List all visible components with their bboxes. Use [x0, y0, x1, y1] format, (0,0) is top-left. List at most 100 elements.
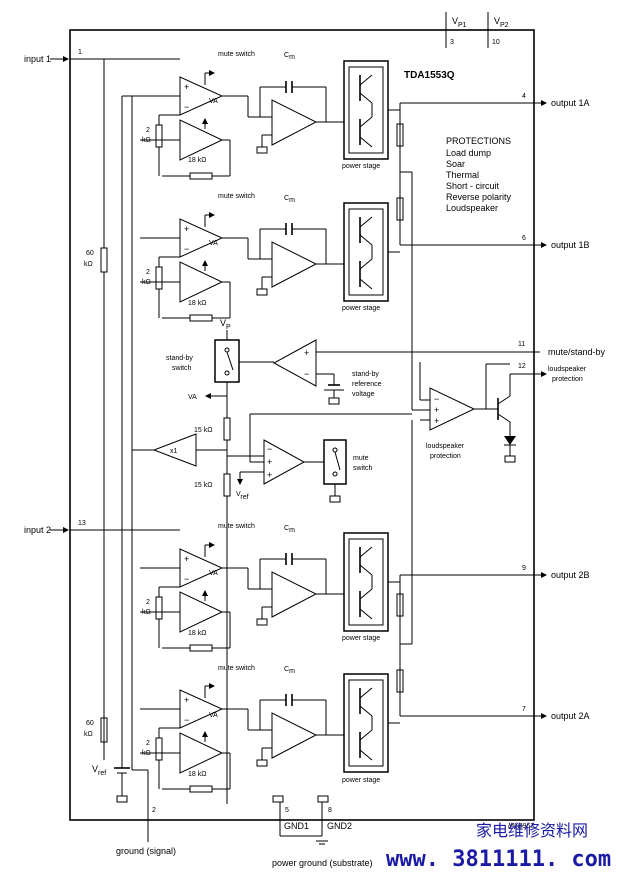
input-2-pin: 13	[78, 520, 86, 527]
gnd2-label: GND2	[327, 821, 352, 831]
cm-label: Cm	[284, 195, 295, 204]
mute-switch-label: mute switch	[218, 665, 255, 672]
watermark-cn: 家电维修资料网	[476, 821, 588, 840]
va-out-label: VA	[188, 394, 197, 401]
r2k-unit: kΩ	[142, 609, 151, 616]
gnd-signal-pin: 2	[152, 807, 156, 814]
power-stage-label: power stage	[342, 163, 380, 170]
protection-item: Thermal	[446, 170, 479, 180]
standby-ref-label: reference	[352, 381, 382, 388]
protection-item: Reverse polarity	[446, 192, 512, 202]
figure-code: MLB963	[508, 823, 534, 830]
input-1-pin: 1	[78, 49, 82, 56]
svg-text:+: +	[267, 470, 272, 480]
power-stage-label: power stage	[342, 635, 380, 642]
mute-switch	[323, 439, 347, 485]
protections-title: PROTECTIONS	[446, 136, 511, 146]
r15k-bot-label: 15 kΩ	[194, 482, 212, 489]
loudspeaker-protection-amp	[429, 387, 476, 431]
svg-text:+: +	[434, 416, 439, 426]
cm-label: Cm	[284, 52, 295, 61]
svg-text:+: +	[304, 348, 309, 358]
standby-switch-label: stand-by	[166, 355, 193, 362]
standby-switch	[214, 339, 240, 383]
protection-item: Short - circuit	[446, 181, 500, 191]
standby-ref-label: voltage	[352, 391, 375, 398]
chip-outline	[69, 29, 535, 821]
output-1b-label: output 1B	[551, 240, 590, 250]
ls-prot-block-label: loudspeaker	[426, 443, 465, 450]
r2k-label: 2	[146, 269, 150, 276]
r2k-unit: kΩ	[142, 279, 151, 286]
power-ground-label: power ground (substrate)	[272, 858, 373, 868]
output-2a-pin: 7	[522, 706, 526, 713]
r18k-label: 18 kΩ	[188, 300, 206, 307]
r2k-unit: kΩ	[142, 750, 151, 757]
protection-item: Load dump	[446, 148, 491, 158]
va-label: VA	[209, 98, 218, 105]
ls-prot-label: protection	[552, 376, 583, 383]
r60k-unit: kΩ	[84, 731, 93, 738]
ls-prot-label: loudspeaker	[548, 366, 587, 373]
mute-switch-block-label: switch	[353, 465, 373, 472]
channel-2a	[140, 674, 400, 792]
vp2-label: VP2	[494, 16, 509, 29]
r18k-label: 18 kΩ	[188, 630, 206, 637]
output-2b-label: output 2B	[551, 570, 590, 580]
vp1-label: VP1	[452, 16, 467, 29]
cm-label: Cm	[284, 666, 295, 675]
gnd-signal-label: ground (signal)	[116, 846, 176, 856]
buffer-x1-label: x1	[170, 448, 178, 455]
vp1-pin: 3	[450, 39, 454, 46]
r15k-top-label: 15 kΩ	[194, 427, 212, 434]
power-stage-label: power stage	[342, 777, 380, 784]
power-stage-label: power stage	[342, 305, 380, 312]
r60k-value: 60	[86, 720, 94, 727]
cm-label: Cm	[284, 525, 295, 534]
standby-switch-label: switch	[172, 365, 192, 372]
r2k-unit: kΩ	[142, 137, 151, 144]
gnd1-label: GND1	[284, 821, 309, 831]
output-1b-pin: 6	[522, 235, 526, 242]
gnd2-pin: 8	[328, 807, 332, 814]
va-label: VA	[209, 240, 218, 247]
channel-1b	[140, 203, 400, 321]
chip-name: TDA1553Q	[404, 70, 455, 81]
input-1-label: input 1	[24, 54, 51, 64]
r60k-value: 60	[86, 250, 94, 257]
vref-label: Vref	[92, 764, 106, 777]
standby-comparator	[272, 339, 317, 387]
vp-label: VP	[220, 318, 231, 331]
output-1a-label: output 1A	[551, 98, 590, 108]
va-label: VA	[209, 712, 218, 719]
input-2-label: input 2	[24, 525, 51, 535]
r18k-label: 18 kΩ	[188, 157, 206, 164]
va-label: VA	[209, 570, 218, 577]
svg-text:+: +	[434, 405, 439, 415]
gnd1-pin: 5	[285, 807, 289, 814]
svg-text:−: −	[267, 444, 272, 454]
channel-2b	[140, 533, 400, 651]
mute-switch-label: mute switch	[218, 51, 255, 58]
protection-item: Loudspeaker	[446, 203, 498, 213]
watermark-url: www. 3811111. com	[386, 847, 611, 872]
mute-switch-label: mute switch	[218, 523, 255, 530]
output-2b-pin: 9	[522, 565, 526, 572]
ls-prot-pin: 12	[518, 363, 526, 370]
svg-text:−: −	[434, 394, 439, 404]
r60k-unit: kΩ	[84, 261, 93, 268]
mute-standby-pin: 11	[518, 341, 525, 348]
vref-mute-label: Vref	[236, 491, 249, 501]
mute-switch-label: mute switch	[218, 193, 255, 200]
protection-item: Soar	[446, 159, 465, 169]
mute-switch-block-label: mute	[353, 455, 369, 462]
vp2-pin: 10	[492, 39, 500, 46]
channel-1a	[140, 61, 400, 179]
mute-standby-label: mute/stand-by	[548, 347, 606, 357]
output-1a-pin: 4	[522, 93, 526, 100]
standby-ref-label: stand-by	[352, 371, 379, 378]
svg-text:+: +	[267, 457, 272, 467]
r2k-label: 2	[146, 740, 150, 747]
ls-prot-block-label: protection	[430, 453, 461, 460]
